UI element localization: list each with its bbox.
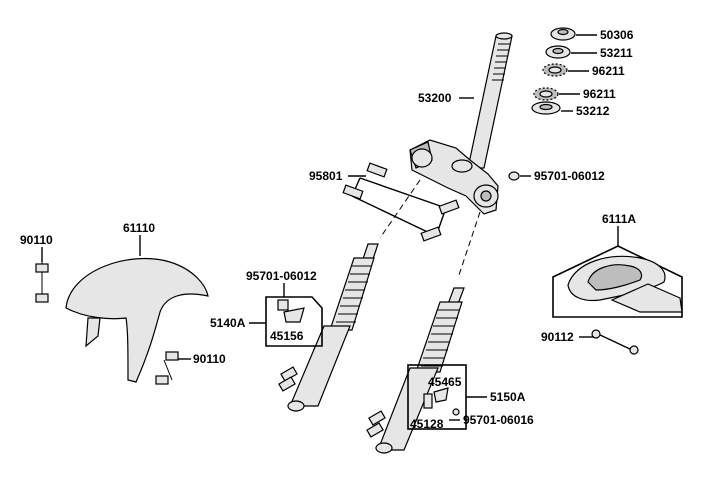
label-95701-06016: 95701-06016: [463, 413, 534, 427]
lock-washer-part: [545, 45, 571, 59]
label-90112: 90112: [541, 330, 574, 344]
front-fender-part: [65, 258, 209, 383]
label-53212: 53212: [576, 104, 610, 118]
bottom-cone-part: [531, 101, 561, 115]
left-fork-leg-part: [278, 243, 379, 412]
label-45128: 45128: [410, 417, 444, 431]
fender-bolts-bottom-part: [155, 351, 179, 385]
label-90110-top: 90110: [20, 233, 53, 247]
bridge-screw-part: [508, 171, 520, 181]
ball-race-lower-part: [533, 87, 559, 101]
label-95701-06012-right: 95701-06012: [534, 169, 605, 183]
label-5150A: 5150A: [490, 390, 526, 404]
label-96211-upper: 96211: [592, 64, 625, 78]
cover-assembly-part: [552, 245, 683, 318]
top-nut-part: [550, 27, 576, 41]
label-45156: 45156: [270, 329, 304, 343]
label-95701-06012-left: 95701-06012: [246, 269, 317, 283]
part-labels: 50306 53211 96211 96211 53212 53200 9580…: [20, 28, 636, 431]
label-5140A: 5140A: [210, 316, 246, 330]
fender-bolts-top-part: [35, 258, 49, 303]
screw-90112-part: [591, 329, 639, 355]
label-53200: 53200: [418, 91, 452, 105]
label-53211: 53211: [600, 46, 633, 60]
left-reflector-box: [265, 296, 323, 347]
label-50306: 50306: [600, 28, 634, 42]
label-90110-bottom: 90110: [193, 352, 226, 366]
ball-race-upper-part: [542, 63, 568, 77]
label-95801: 95801: [309, 169, 343, 183]
fork-bridge-part: [409, 139, 499, 215]
label-6111A: 6111A: [602, 212, 636, 226]
label-96211-lower: 96211: [583, 87, 616, 101]
label-61110: 61110: [123, 221, 155, 235]
steering-stem-part: [467, 32, 513, 169]
label-45465: 45465: [428, 375, 462, 389]
pinch-bolts-part: [342, 162, 460, 242]
